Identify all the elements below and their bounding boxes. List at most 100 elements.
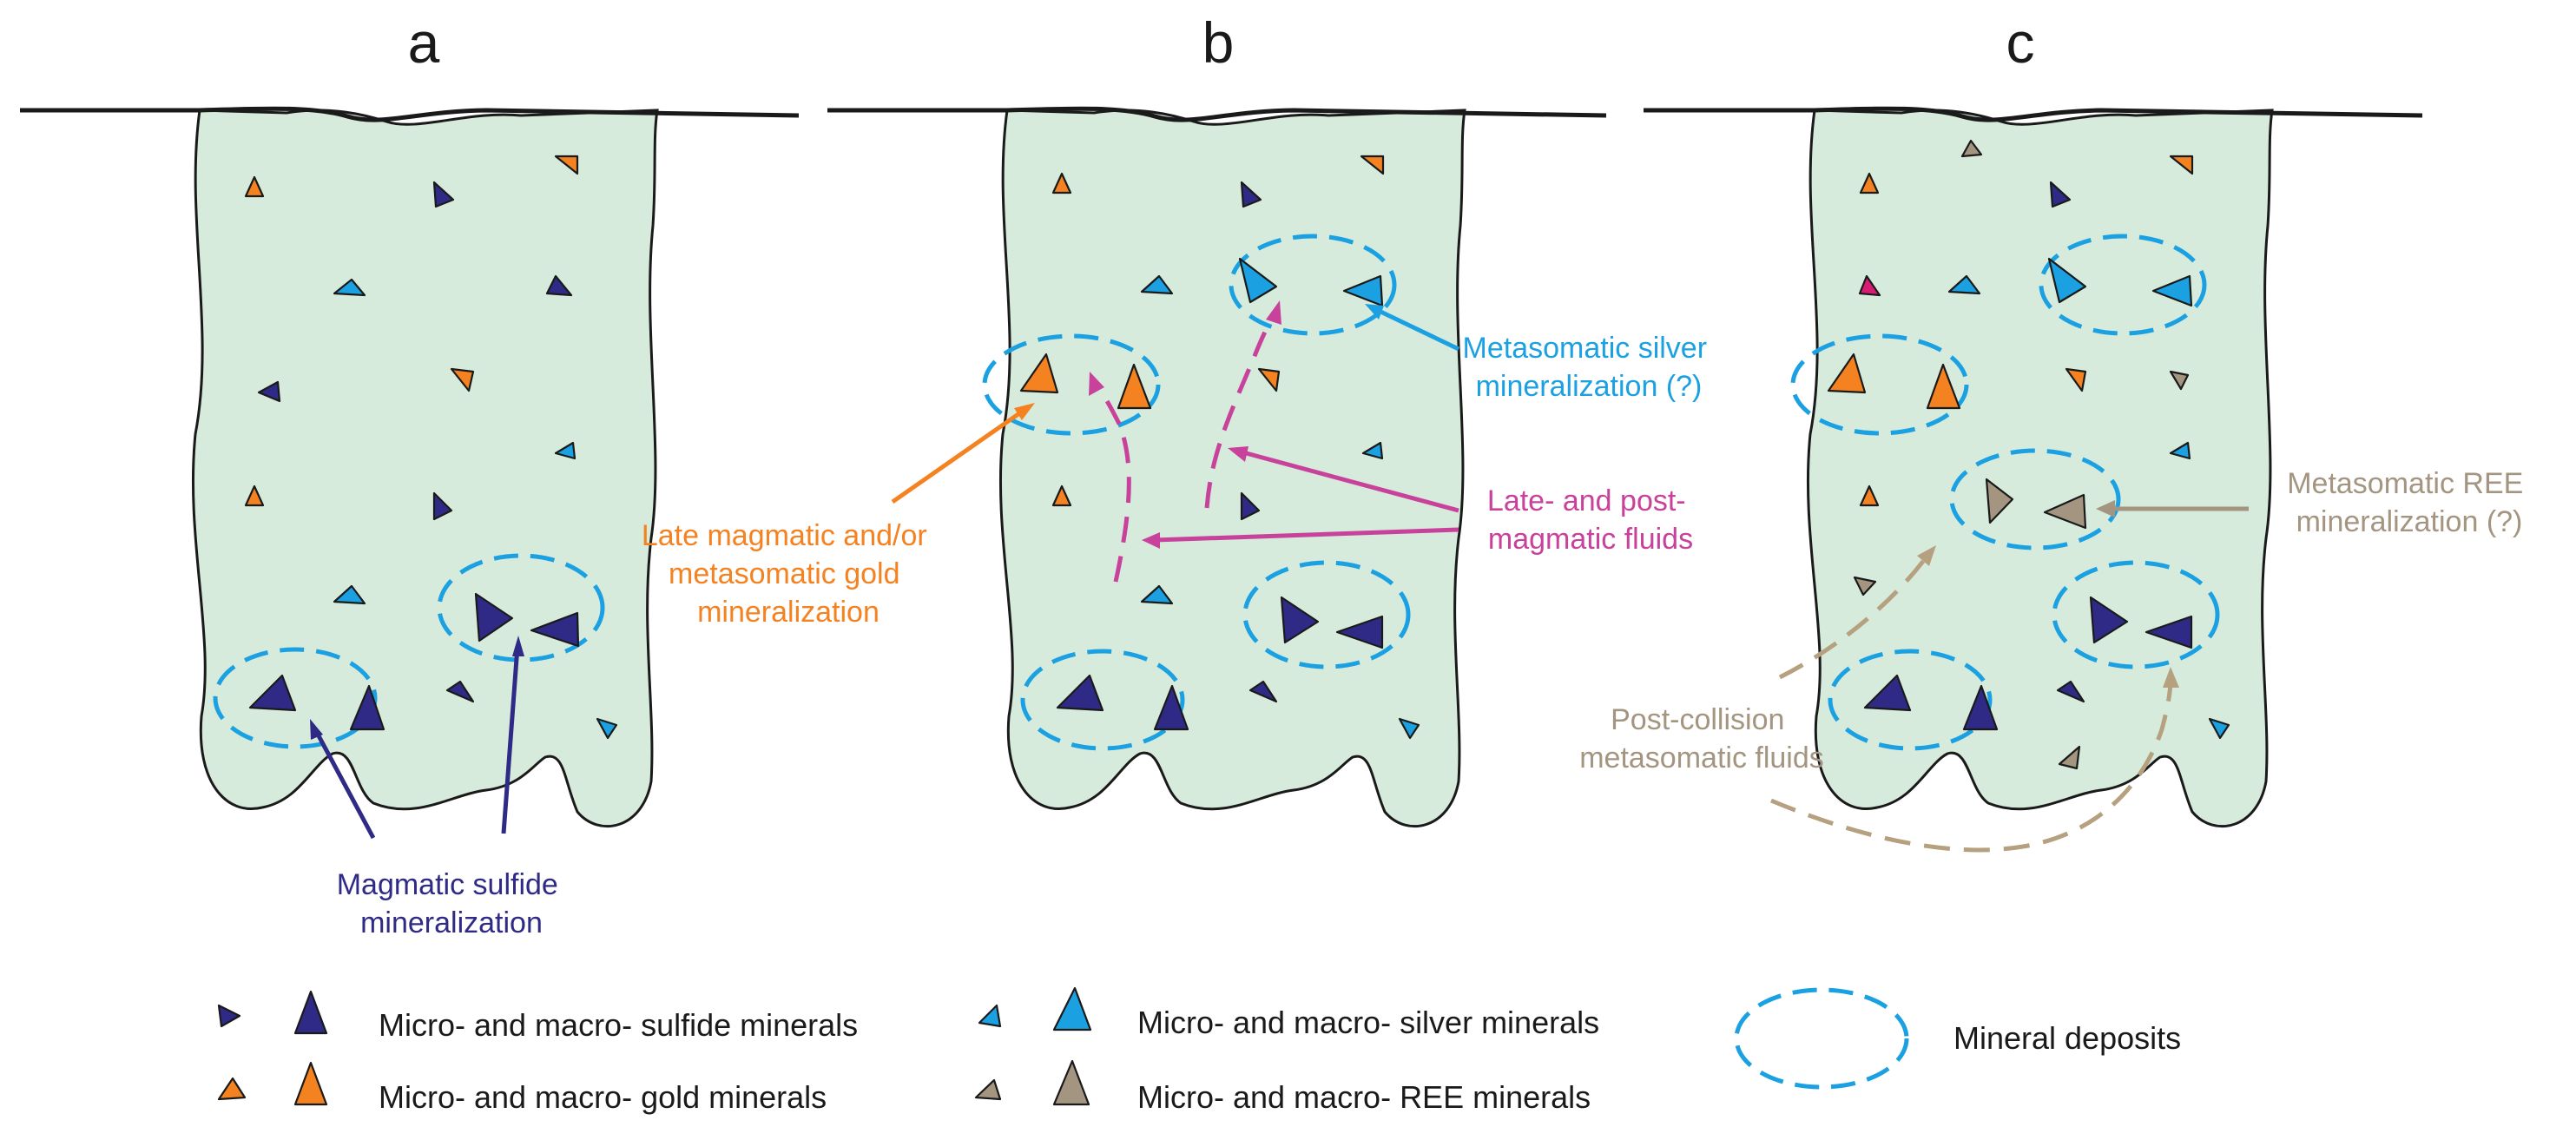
macro-gold-triangle bbox=[1827, 353, 1867, 394]
micro-sulfide-triangle bbox=[2049, 181, 2072, 208]
macro-sulfide-icon bbox=[293, 990, 328, 1035]
micro-gold-triangle bbox=[1257, 367, 1281, 392]
mineral-deposit-ree-c bbox=[1949, 448, 2121, 550]
micro-silver-icon bbox=[978, 1004, 1002, 1028]
micro-gold-triangle bbox=[1360, 155, 1385, 175]
micro-silver-triangle bbox=[1398, 717, 1420, 740]
macro-gold-triangle bbox=[1926, 363, 1961, 410]
panel-c: c bbox=[1579, 10, 2532, 853]
mineral-deposit-sulfide-c1 bbox=[1828, 649, 1993, 751]
panel-label-b: b bbox=[1202, 10, 1235, 75]
micro-silver-triangle bbox=[596, 717, 618, 740]
micro-gold-triangle bbox=[244, 484, 265, 507]
mineral-deposit-sulfide-b1 bbox=[1020, 649, 1185, 751]
micro-sulfide-triangle bbox=[1240, 181, 1262, 208]
legend-ree: Micro- and macro- REE minerals bbox=[974, 1059, 1591, 1115]
ground-surface-c bbox=[1644, 106, 2423, 122]
micro-silver-triangle bbox=[1947, 274, 1981, 295]
micro-sulfide-triangle bbox=[1248, 680, 1278, 703]
mineral-deposit-gold-c bbox=[1790, 333, 1969, 436]
micro-gold-triangle bbox=[1051, 484, 1072, 507]
micro-silver-triangle bbox=[2208, 717, 2230, 740]
panel-label-c: c bbox=[2006, 10, 2035, 75]
micro-sulfide-triangle bbox=[432, 491, 453, 521]
macro-sulfide-triangle bbox=[1863, 674, 1912, 712]
micro-gold-triangle bbox=[1859, 484, 1880, 507]
legend-label-deposits: Mineral deposits bbox=[1953, 1020, 2181, 1056]
micro-minerals-b bbox=[1051, 155, 1420, 740]
micro-silver-triangle bbox=[2169, 441, 2191, 460]
macro-sulfide-triangle bbox=[1153, 684, 1189, 731]
micro-gold-triangle bbox=[2169, 155, 2194, 175]
legend-sulfide: Micro- and macro- sulfide minerals bbox=[217, 990, 858, 1043]
micro-ree-triangle bbox=[1960, 139, 1983, 158]
legend-deposits: Mineral deposits bbox=[1734, 987, 2181, 1090]
macro-sulfide-triangle bbox=[248, 674, 297, 712]
micro-gold-icon bbox=[217, 1077, 247, 1101]
micro-sulfide-triangle bbox=[2056, 680, 2085, 703]
macro-sulfide-triangle bbox=[349, 684, 385, 731]
micro-sulfide-icon bbox=[217, 1004, 241, 1028]
macro-silver-triangle bbox=[2151, 274, 2193, 307]
legend: Micro- and macro- sulfide minerals Micro… bbox=[217, 986, 2181, 1115]
fluid-paths-magenta bbox=[1089, 300, 1281, 583]
micro-ree-triangle bbox=[2058, 745, 2081, 770]
intrusion-body-b bbox=[998, 109, 1466, 828]
micro-ree-icon bbox=[974, 1078, 1002, 1101]
fluid-paths-tan bbox=[1770, 545, 2179, 853]
mineral-deposit-sulfide-b2 bbox=[1242, 560, 1411, 669]
mineral-deposit-silver-c bbox=[2039, 234, 2207, 336]
panel-label-a: a bbox=[408, 10, 440, 75]
ground-surface-a bbox=[20, 106, 800, 122]
macro-ree-icon bbox=[1052, 1059, 1090, 1106]
intrusion-body-c bbox=[1806, 109, 2274, 828]
mineral-deposit-gold-b bbox=[982, 333, 1161, 436]
micro-silver-triangle bbox=[554, 441, 576, 460]
legend-label-silver: Micro- and macro- silver minerals bbox=[1137, 1005, 1599, 1040]
micro-gold-triangle bbox=[450, 367, 475, 392]
micro-gold-triangle bbox=[1859, 172, 1880, 194]
dashed-ellipse-icon bbox=[1734, 987, 1909, 1090]
micro-sulfide-triangle bbox=[545, 274, 573, 297]
macro-silver-triangle bbox=[1238, 257, 1278, 304]
micro-sulfide-triangle bbox=[445, 680, 475, 703]
micro-sulfide-triangle bbox=[1240, 491, 1261, 521]
legend-label-sulfide: Micro- and macro- sulfide minerals bbox=[379, 1007, 858, 1043]
legend-label-ree: Micro- and macro- REE minerals bbox=[1137, 1079, 1591, 1115]
macro-sulfide-triangle bbox=[1335, 615, 1384, 649]
macro-ree-triangle bbox=[2043, 493, 2087, 530]
intrusion-body-a bbox=[191, 109, 659, 828]
macro-sulfide-triangle bbox=[1962, 684, 1999, 731]
macro-gold-icon bbox=[293, 1061, 328, 1106]
micro-gold-triangle bbox=[244, 175, 265, 198]
micro-sulfide-triangle bbox=[432, 181, 455, 208]
arrow-ree bbox=[2096, 500, 2249, 517]
macro-gold-triangle bbox=[1117, 363, 1152, 410]
micro-ree-triangle bbox=[2169, 370, 2190, 391]
legend-label-gold: Micro- and macro- gold minerals bbox=[379, 1079, 827, 1115]
macro-silver-icon bbox=[1052, 986, 1092, 1031]
micro-silver-triangle bbox=[1140, 274, 1174, 295]
legend-gold: Micro- and macro- gold minerals bbox=[217, 1061, 827, 1115]
micro-minerals-c bbox=[1853, 139, 2230, 770]
annotation-late-post-magmatic-fluids: Late- and post- magmatic fluids bbox=[1487, 484, 1694, 556]
macro-ree-triangle bbox=[1985, 478, 2014, 524]
annotation-silver-mineralization: Metasomatic silver mineralization (?) bbox=[1463, 332, 1716, 403]
macro-silver-triangle bbox=[2047, 257, 2087, 304]
ground-surface-b bbox=[827, 106, 1607, 122]
micro-ree-triangle bbox=[1853, 576, 1877, 596]
micro-sulfide-triangle bbox=[257, 380, 281, 403]
arrow-silver bbox=[1365, 304, 1460, 352]
micro-silver-triangle bbox=[1361, 441, 1384, 460]
annotation-post-collision-fluids: Post-collision metasomatic fluids bbox=[1579, 703, 1824, 774]
arrow-magmatic-sulfide bbox=[310, 636, 524, 840]
micro-silver-triangle bbox=[1140, 584, 1174, 605]
macro-sulfide-triangle bbox=[1056, 674, 1104, 712]
annotation-ree-mineralization: Metasomatic REE mineralization (?) bbox=[2287, 467, 2532, 538]
macro-silver-triangle bbox=[1342, 274, 1384, 307]
micro-pink-triangle bbox=[1858, 274, 1881, 297]
micro-minerals-a bbox=[244, 155, 618, 740]
macro-sulfide-triangle bbox=[2144, 615, 2193, 649]
panel-a: a Magma bbox=[20, 10, 800, 939]
